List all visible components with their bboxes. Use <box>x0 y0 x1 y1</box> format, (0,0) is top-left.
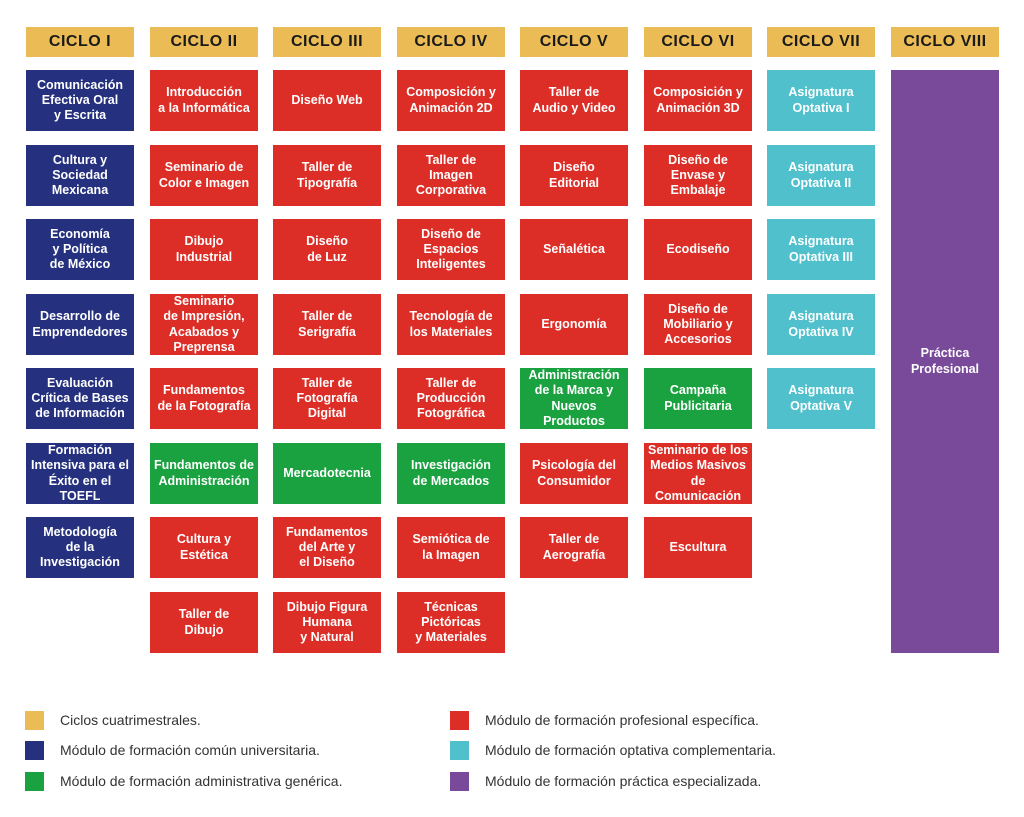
legend-swatch-practica <box>450 771 469 791</box>
course-cell: Tecnología de los Materiales <box>397 294 505 355</box>
cycle-header: CICLO I <box>26 27 134 57</box>
course-cell: Cultura y Estética <box>150 517 258 578</box>
legend-label: Módulo de formación administrativa genér… <box>60 773 343 789</box>
course-cell: Diseño de Espacios Inteligentes <box>397 219 505 280</box>
course-cell: Composición y Animación 2D <box>397 70 505 131</box>
legend-label: Ciclos cuatrimestrales. <box>60 712 201 728</box>
course-cell: Señalética <box>520 219 628 280</box>
course-cell: Fundamentos de Administración <box>150 443 258 504</box>
course-cell: Técnicas Pictóricas y Materiales <box>397 592 505 653</box>
legend-item-ciclos: Ciclos cuatrimestrales. <box>25 709 201 731</box>
course-cell: Semiótica de la Imagen <box>397 517 505 578</box>
legend-swatch-ciclos <box>25 710 44 730</box>
course-cell: Seminario de Color e Imagen <box>150 145 258 206</box>
cycle-header: CICLO VII <box>767 27 875 57</box>
course-cell: Metodología de la Investigación <box>26 517 134 578</box>
course-cell: Taller de Imagen Corporativa <box>397 145 505 206</box>
legend-item-administrativa: Módulo de formación administrativa genér… <box>25 770 342 792</box>
course-cell: Diseño de Mobiliario y Accesorios <box>644 294 752 355</box>
course-cell: Diseño Editorial <box>520 145 628 206</box>
course-cell: Diseño de Luz <box>273 219 381 280</box>
cycle-header: CICLO VI <box>644 27 752 57</box>
legend-item-comun: Módulo de formación común universitaria. <box>25 739 320 761</box>
course-cell: Diseño Web <box>273 70 381 131</box>
cycle-header: CICLO V <box>520 27 628 57</box>
legend-label: Módulo de formación común universitaria. <box>60 742 320 758</box>
course-cell: Escultura <box>644 517 752 578</box>
course-cell: Mercadotecnia <box>273 443 381 504</box>
course-cell: Taller de Dibujo <box>150 592 258 653</box>
course-cell: Evaluación Crítica de Bases de Informaci… <box>26 368 134 429</box>
course-cell: Asignatura Optativa III <box>767 219 875 280</box>
legend-item-profesional: Módulo de formación profesional específi… <box>450 709 759 731</box>
course-cell: Taller de Fotografía Digital <box>273 368 381 429</box>
legend: Ciclos cuatrimestrales. Módulo de formac… <box>0 700 1024 800</box>
course-cell: Práctica Profesional <box>891 70 999 653</box>
course-cell: Introducción a la Informática <box>150 70 258 131</box>
course-cell: Asignatura Optativa II <box>767 145 875 206</box>
course-cell: Seminario de los Medios Masivos de Comun… <box>644 443 752 504</box>
course-cell: Desarrollo de Emprendedores <box>26 294 134 355</box>
course-cell: Dibujo Industrial <box>150 219 258 280</box>
course-cell: Taller de Aerografía <box>520 517 628 578</box>
course-cell: Administración de la Marca y Nuevos Prod… <box>520 368 628 429</box>
legend-swatch-optativa <box>450 740 469 760</box>
course-cell: Cultura y Sociedad Mexicana <box>26 145 134 206</box>
cycle-header: CICLO IV <box>397 27 505 57</box>
course-cell: Asignatura Optativa IV <box>767 294 875 355</box>
cycle-header: CICLO II <box>150 27 258 57</box>
curriculum-grid: CICLO I Comunicación Efectiva Oral y Escr… <box>26 27 999 653</box>
legend-swatch-administrativa <box>25 771 44 791</box>
course-cell: Dibujo Figura Humana y Natural <box>273 592 381 653</box>
course-cell: Composición y Animación 3D <box>644 70 752 131</box>
course-cell: Campaña Publicitaria <box>644 368 752 429</box>
legend-swatch-comun <box>25 740 44 760</box>
course-cell: Ergonomía <box>520 294 628 355</box>
course-cell: Fundamentos de la Fotografía <box>150 368 258 429</box>
course-cell: Fundamentos del Arte y el Diseño <box>273 517 381 578</box>
legend-item-optativa: Módulo de formación optativa complementa… <box>450 739 776 761</box>
legend-item-practica: Módulo de formación práctica especializa… <box>450 770 761 792</box>
course-cell: Seminario de Impresión, Acabados y Prepr… <box>150 294 258 355</box>
legend-swatch-profesional <box>450 710 469 730</box>
legend-label: Módulo de formación optativa complementa… <box>485 742 777 758</box>
legend-label: Módulo de formación profesional específi… <box>485 712 759 728</box>
course-cell: Formación Intensiva para el Éxito en el … <box>26 443 134 504</box>
course-cell: Asignatura Optativa I <box>767 70 875 131</box>
cycle-header: CICLO III <box>273 27 381 57</box>
course-cell: Economía y Política de México <box>26 219 134 280</box>
course-cell: Taller de Tipografía <box>273 145 381 206</box>
course-cell: Comunicación Efectiva Oral y Escrita <box>26 70 134 131</box>
cycle-header: CICLO VIII <box>891 27 999 57</box>
course-cell: Investigación de Mercados <box>397 443 505 504</box>
course-cell: Asignatura Optativa V <box>767 368 875 429</box>
legend-label: Módulo de formación práctica especializa… <box>485 773 762 789</box>
course-cell: Diseño de Envase y Embalaje <box>644 145 752 206</box>
course-cell: Taller de Audio y Video <box>520 70 628 131</box>
course-cell: Taller de Serigrafía <box>273 294 381 355</box>
course-cell: Psicología del Consumidor <box>520 443 628 504</box>
course-cell: Ecodiseño <box>644 219 752 280</box>
course-cell: Taller de Producción Fotográfica <box>397 368 505 429</box>
